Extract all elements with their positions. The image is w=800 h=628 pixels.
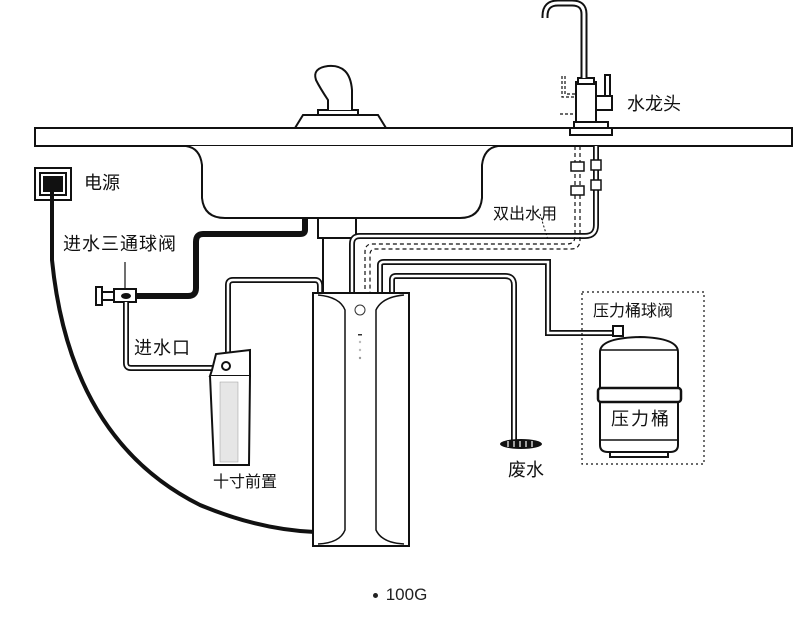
prefilter-outlet-tube xyxy=(225,277,323,352)
purifier-unit xyxy=(312,292,410,547)
label-power: 电源 xyxy=(84,173,120,194)
sink-faucet-icon xyxy=(293,64,388,129)
countertop xyxy=(34,127,793,147)
caption-text: 100G xyxy=(385,585,428,604)
label-water-inlet: 进水口 xyxy=(134,338,191,359)
drain-pipe-top xyxy=(317,217,357,239)
pressure-tank-icon xyxy=(596,325,683,458)
pressure-tank-area xyxy=(581,291,705,465)
waste-drain-icon xyxy=(500,439,542,449)
inlet-hose xyxy=(135,218,308,299)
waste-tube xyxy=(389,273,517,440)
faucet-feed-tubes xyxy=(349,146,602,293)
label-faucet: 水龙头 xyxy=(627,94,681,115)
brand-logo-icon xyxy=(354,304,366,316)
label-waste-water: 废水 xyxy=(508,460,544,481)
power-cord xyxy=(50,192,316,534)
bullet-icon xyxy=(372,593,378,599)
tank-tube xyxy=(377,259,615,336)
label-pressure-tank: 压力桶 xyxy=(611,409,671,430)
tee-ball-valve-icon xyxy=(95,262,137,306)
purifier-faucet-icon xyxy=(541,0,613,136)
drain-pipe xyxy=(322,237,352,294)
label-inlet-tee-valve: 进水三通球阀 xyxy=(63,234,177,255)
model-caption: 100G xyxy=(0,585,800,605)
sink-basin xyxy=(185,145,499,219)
inlet-tube xyxy=(123,302,222,371)
label-dual-outlet: 双出水用 xyxy=(493,204,558,223)
pre-filter-icon xyxy=(208,348,251,466)
label-tank-valve: 压力桶球阀 xyxy=(593,301,674,320)
label-pre-filter: 十寸前置 xyxy=(213,472,278,491)
